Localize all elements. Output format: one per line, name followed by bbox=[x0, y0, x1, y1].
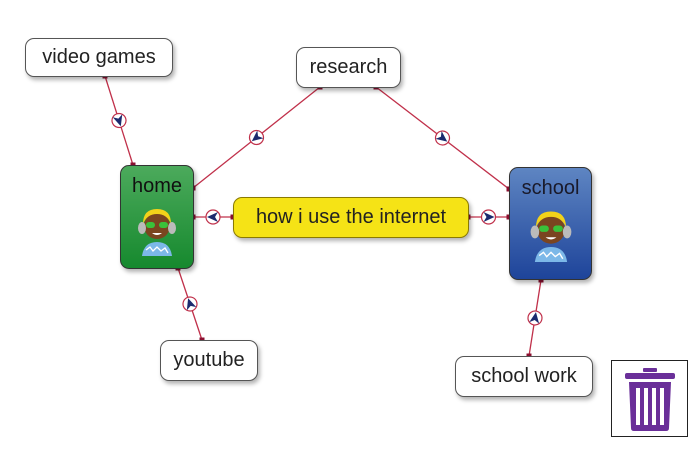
link-arrow-icon[interactable] bbox=[480, 209, 497, 225]
avatar-icon bbox=[138, 209, 176, 256]
node-school[interactable]: school bbox=[509, 167, 592, 280]
trash-icon bbox=[624, 367, 675, 431]
link-arrow-icon[interactable] bbox=[527, 310, 543, 326]
link-endpoint bbox=[538, 277, 544, 283]
node-video-games[interactable]: video games bbox=[25, 38, 173, 77]
node-home-label: home bbox=[131, 175, 183, 197]
node-research[interactable]: research bbox=[296, 47, 401, 88]
link-arrow-icon[interactable] bbox=[181, 295, 199, 313]
node-school-label: school bbox=[521, 177, 580, 199]
link-arrow-icon[interactable] bbox=[110, 112, 128, 130]
node-home[interactable]: home bbox=[120, 165, 194, 269]
link-arrow-icon[interactable] bbox=[205, 209, 221, 225]
link-arrow-icon[interactable] bbox=[247, 128, 267, 148]
avatar-icon bbox=[530, 211, 571, 262]
node-youtube[interactable]: youtube bbox=[160, 340, 258, 381]
trash-button[interactable] bbox=[611, 360, 688, 437]
node-center-topic[interactable]: how i use the internet bbox=[233, 197, 469, 238]
link-arrow-icon[interactable] bbox=[433, 128, 453, 148]
node-school-work[interactable]: school work bbox=[455, 356, 593, 397]
